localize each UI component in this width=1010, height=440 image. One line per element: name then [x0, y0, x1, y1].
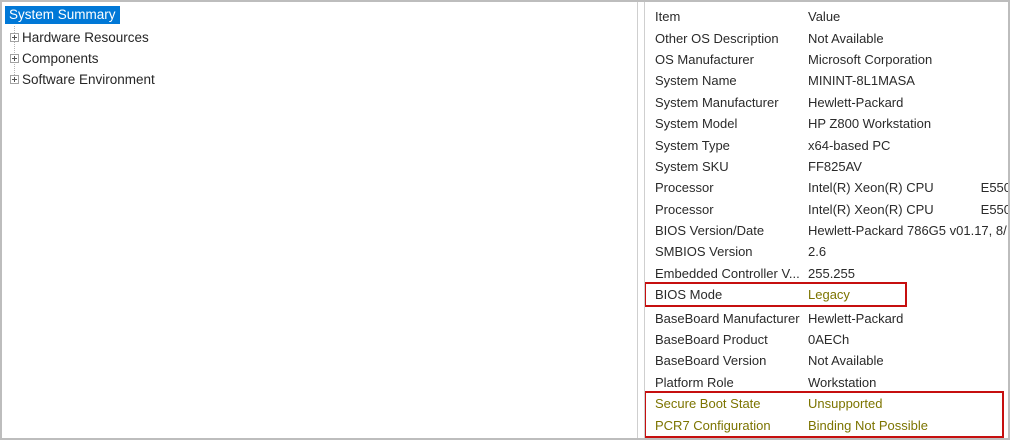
table-row[interactable]: PCR7 Configuration Binding Not Possible	[646, 414, 1002, 435]
item-cell: System Manufacturer	[655, 94, 779, 110]
value-cell: Microsoft Corporation	[808, 51, 933, 67]
item-cell: System SKU	[655, 158, 729, 174]
tree-items: Hardware Resources Components Software E…	[2, 27, 155, 90]
column-header-item[interactable]: Item	[655, 9, 681, 25]
table-row[interactable]: Platform Role Workstation	[646, 372, 1008, 393]
value-cell: Binding Not Possible	[808, 417, 928, 433]
item-cell: System Name	[655, 73, 737, 89]
table-row[interactable]: System Model HP Z800 Workstation	[646, 113, 1008, 134]
item-cell: Processor	[655, 180, 714, 196]
item-cell: BaseBoard Version	[655, 353, 767, 369]
value-cell: 2.6	[808, 244, 827, 260]
value-cell: HP Z800 Workstation	[808, 116, 932, 132]
value-cell: 255.255	[808, 265, 855, 281]
table-row[interactable]: System Name MININT-8L1MASA	[646, 70, 1008, 91]
item-cell: Platform Role	[655, 374, 734, 390]
item-cell: SMBIOS Version	[655, 244, 753, 260]
table-row[interactable]: System SKU FF825AV	[646, 156, 1008, 177]
item-cell: System Model	[655, 116, 738, 132]
item-cell: BaseBoard Manufacturer	[655, 310, 800, 326]
value-cell: Hewlett-Packard	[808, 94, 904, 110]
table-row[interactable]: BIOS Mode Legacy	[646, 284, 905, 305]
item-cell: Other OS Description	[655, 30, 779, 46]
tree-item-label: Software Environment	[22, 72, 155, 87]
table-row[interactable]: BaseBoard Manufacturer Hewlett-Packard	[646, 307, 1008, 328]
value-cell: Legacy	[808, 287, 850, 303]
tree-item-software-environment[interactable]: Software Environment	[2, 69, 155, 90]
value-cell: x64-based PC	[808, 137, 891, 153]
value-cell: FF825AV	[808, 158, 862, 174]
tree-connector-line	[14, 26, 15, 79]
details-header-row: Item Value	[646, 6, 1008, 27]
table-row[interactable]: OS Manufacturer Microsoft Corporation	[646, 49, 1008, 70]
value-cell: Intel(R) Xeon(R) CPU E5506	[808, 180, 1008, 196]
table-row[interactable]: System Type x64-based PC	[646, 134, 1008, 155]
annotation-red-box: BIOS Mode Legacy	[645, 282, 907, 308]
table-row[interactable]: System Manufacturer Hewlett-Packard	[646, 92, 1008, 113]
table-row[interactable]: BaseBoard Product 0AECh	[646, 329, 1008, 350]
table-row[interactable]: Other OS Description Not Available	[646, 27, 1008, 48]
tree-item-label: Components	[22, 51, 99, 66]
value-cell: Hewlett-Packard	[808, 310, 904, 326]
value-cell: Hewlett-Packard 786G5 v01.17, 8/	[808, 223, 1007, 239]
value-cell: 0AECh	[808, 332, 850, 348]
table-row[interactable]: Processor Intel(R) Xeon(R) CPU E5506	[646, 199, 1008, 220]
tree-item-system-summary[interactable]: System Summary	[5, 6, 120, 24]
value-cell: Unsupported	[808, 396, 883, 412]
column-header-value[interactable]: Value	[808, 9, 841, 25]
item-cell: BaseBoard Product	[655, 332, 768, 348]
expand-plus-icon[interactable]	[10, 33, 19, 42]
value-cell: Not Available	[808, 30, 884, 46]
expand-plus-icon[interactable]	[10, 75, 19, 84]
item-cell: BIOS Version/Date	[655, 223, 765, 239]
table-row[interactable]: BIOS Version/Date Hewlett-Packard 786G5 v…	[646, 220, 1008, 241]
value-cell: Not Available	[808, 353, 884, 369]
table-row[interactable]: BaseBoard Version Not Available	[646, 350, 1008, 371]
tree-item-hardware-resources[interactable]: Hardware Resources	[2, 27, 155, 48]
tree-item-label: Hardware Resources	[22, 30, 149, 45]
table-row[interactable]: Secure Boot State Unsupported	[646, 393, 1002, 414]
category-tree-pane: System Summary Hardware Resources Compon…	[2, 2, 638, 438]
item-cell: OS Manufacturer	[655, 51, 754, 67]
table-row[interactable]: SMBIOS Version 2.6	[646, 241, 1008, 262]
item-cell: Secure Boot State	[655, 396, 761, 412]
table-row[interactable]: Processor Intel(R) Xeon(R) CPU E5506	[646, 177, 1008, 198]
item-cell: Processor	[655, 201, 714, 217]
value-cell: Intel(R) Xeon(R) CPU E5506	[808, 201, 1008, 217]
expand-plus-icon[interactable]	[10, 54, 19, 63]
item-cell: BIOS Mode	[655, 287, 723, 303]
value-cell: Workstation	[808, 374, 877, 390]
value-cell: MININT-8L1MASA	[808, 73, 915, 89]
item-cell: Embedded Controller V...	[655, 265, 800, 281]
tree-item-components[interactable]: Components	[2, 48, 155, 69]
item-cell: PCR7 Configuration	[655, 417, 771, 433]
item-cell: System Type	[655, 137, 730, 153]
table-row[interactable]: Embedded Controller V... 255.255	[646, 263, 1008, 284]
